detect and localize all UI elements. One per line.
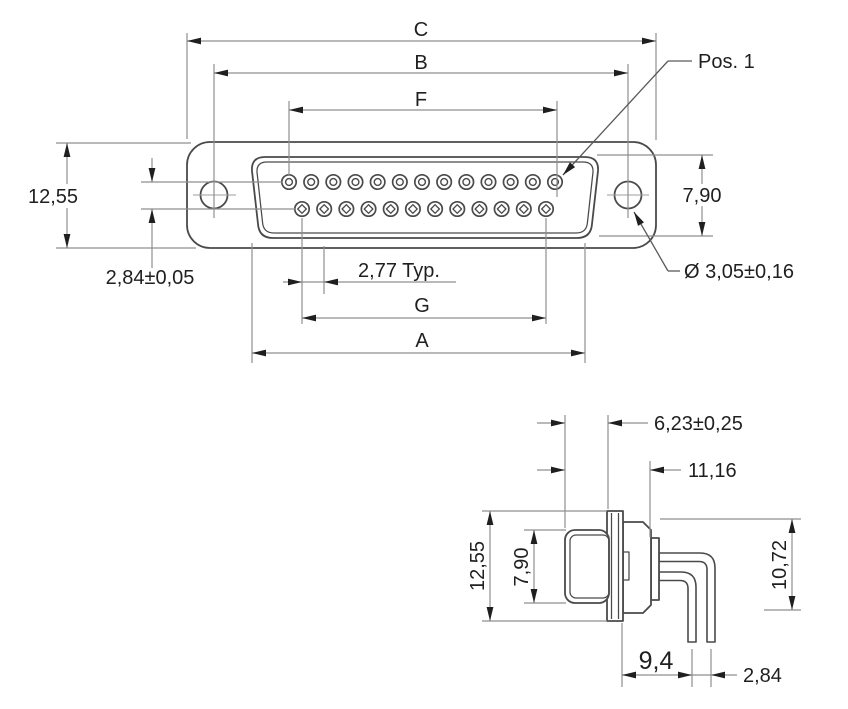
flange-height-label: 12,55 <box>28 186 78 208</box>
arrow-icon <box>288 278 302 286</box>
dimension-B: B <box>213 52 629 218</box>
dimension-flange-height: 12,55 <box>22 142 196 249</box>
pin-pitch-label: 2,77 Typ. <box>358 260 440 282</box>
arrow-icon <box>530 589 538 603</box>
arrow-icon <box>63 234 71 248</box>
arrow-icon <box>187 37 201 45</box>
dimension-pin-length: 10,72 <box>660 518 801 611</box>
dimension-hole-offset: 7,90 <box>597 154 726 237</box>
arrow-icon <box>634 212 644 226</box>
dimension-pin-setback: 9,4 <box>621 623 712 687</box>
arrow-icon <box>148 209 156 223</box>
callout-pos1: Pos. 1 <box>562 51 755 176</box>
arrow-icon <box>148 168 156 182</box>
dimension-row-spacing: 2,84±0,05 <box>106 158 296 289</box>
row-spacing-label: 2,84±0,05 <box>106 267 195 289</box>
arrow-icon <box>551 466 565 474</box>
side-view: 6,23±0,25 11,16 12,55 7,90 <box>467 413 801 687</box>
arrow-icon <box>711 671 725 679</box>
dimension-A: A <box>251 243 586 363</box>
body-outline <box>622 521 652 614</box>
pos1-label: Pos. 1 <box>698 51 755 73</box>
side-flange-height-label: 12,55 <box>467 541 489 591</box>
arrow-icon <box>642 37 656 45</box>
dimension-pin-pitch: 2,77 Typ. <box>283 218 456 324</box>
shell-protrusion-label: 6,23±0,25 <box>654 413 743 435</box>
d-shell-inner <box>256 161 594 234</box>
arrow-icon <box>214 69 228 77</box>
dim-c-label: C <box>414 19 428 41</box>
arrow-icon <box>486 607 494 621</box>
mating-depth-label: 11,16 <box>688 460 737 482</box>
arrow-icon <box>698 222 706 236</box>
pin-upper <box>658 552 716 643</box>
dim-a-label: A <box>415 330 429 352</box>
arrow-icon <box>302 314 316 322</box>
arrow-icon <box>608 419 622 427</box>
arrow-icon <box>563 162 576 175</box>
front-view: C B F 12,55 <box>22 19 794 363</box>
dimension-C: C <box>186 19 657 140</box>
dimension-side-flange-height: 12,55 <box>467 510 607 622</box>
arrow-icon <box>324 278 338 286</box>
dimension-pin-row-offset: 2,84 <box>692 665 782 687</box>
dim-b-label: B <box>414 52 427 74</box>
hole-diameter-label: Ø 3,05±0,16 <box>684 261 794 283</box>
arrow-icon <box>252 349 266 357</box>
callout-hole-diameter: Ø 3,05±0,16 <box>633 211 794 283</box>
arrow-icon <box>698 155 706 169</box>
dimension-shell-protrusion: 6,23±0,25 <box>537 413 743 528</box>
arrow-icon <box>622 671 636 679</box>
hole-offset-label: 7,90 <box>683 185 722 207</box>
side-shell-height-label: 7,90 <box>511 548 533 587</box>
arrow-icon <box>532 314 546 322</box>
connector-side-profile <box>564 510 716 643</box>
body-step <box>650 537 660 601</box>
pin-setback-label: 9,4 <box>639 647 674 675</box>
dimension-mating-depth: 11,16 <box>537 460 737 537</box>
dimension-side-shell-height: 7,90 <box>511 529 566 604</box>
arrow-icon <box>63 143 71 157</box>
shell-side-inner <box>569 534 610 599</box>
dim-g-label: G <box>414 295 430 317</box>
arrow-icon <box>571 349 585 357</box>
arrow-icon <box>530 530 538 544</box>
dimension-F: F <box>288 89 558 197</box>
connector-face <box>186 141 657 249</box>
pin-row-top <box>280 173 564 191</box>
pin-length-label: 10,72 <box>769 540 791 590</box>
pin-row-offset-label: 2,84 <box>743 665 782 687</box>
dimension-G: G <box>302 218 547 324</box>
pin-lower <box>658 571 697 643</box>
arrow-icon <box>289 106 303 114</box>
arrow-icon <box>678 671 692 679</box>
pin-row-bottom <box>293 200 555 218</box>
arrow-icon <box>486 511 494 525</box>
dim-f-label: F <box>415 89 427 111</box>
arrow-icon <box>551 419 565 427</box>
arrow-icon <box>614 69 628 77</box>
arrow-icon <box>788 519 796 533</box>
arrow-icon <box>650 466 664 474</box>
arrow-icon <box>543 106 557 114</box>
shell-side-outer <box>564 529 610 604</box>
arrow-icon <box>788 596 796 610</box>
